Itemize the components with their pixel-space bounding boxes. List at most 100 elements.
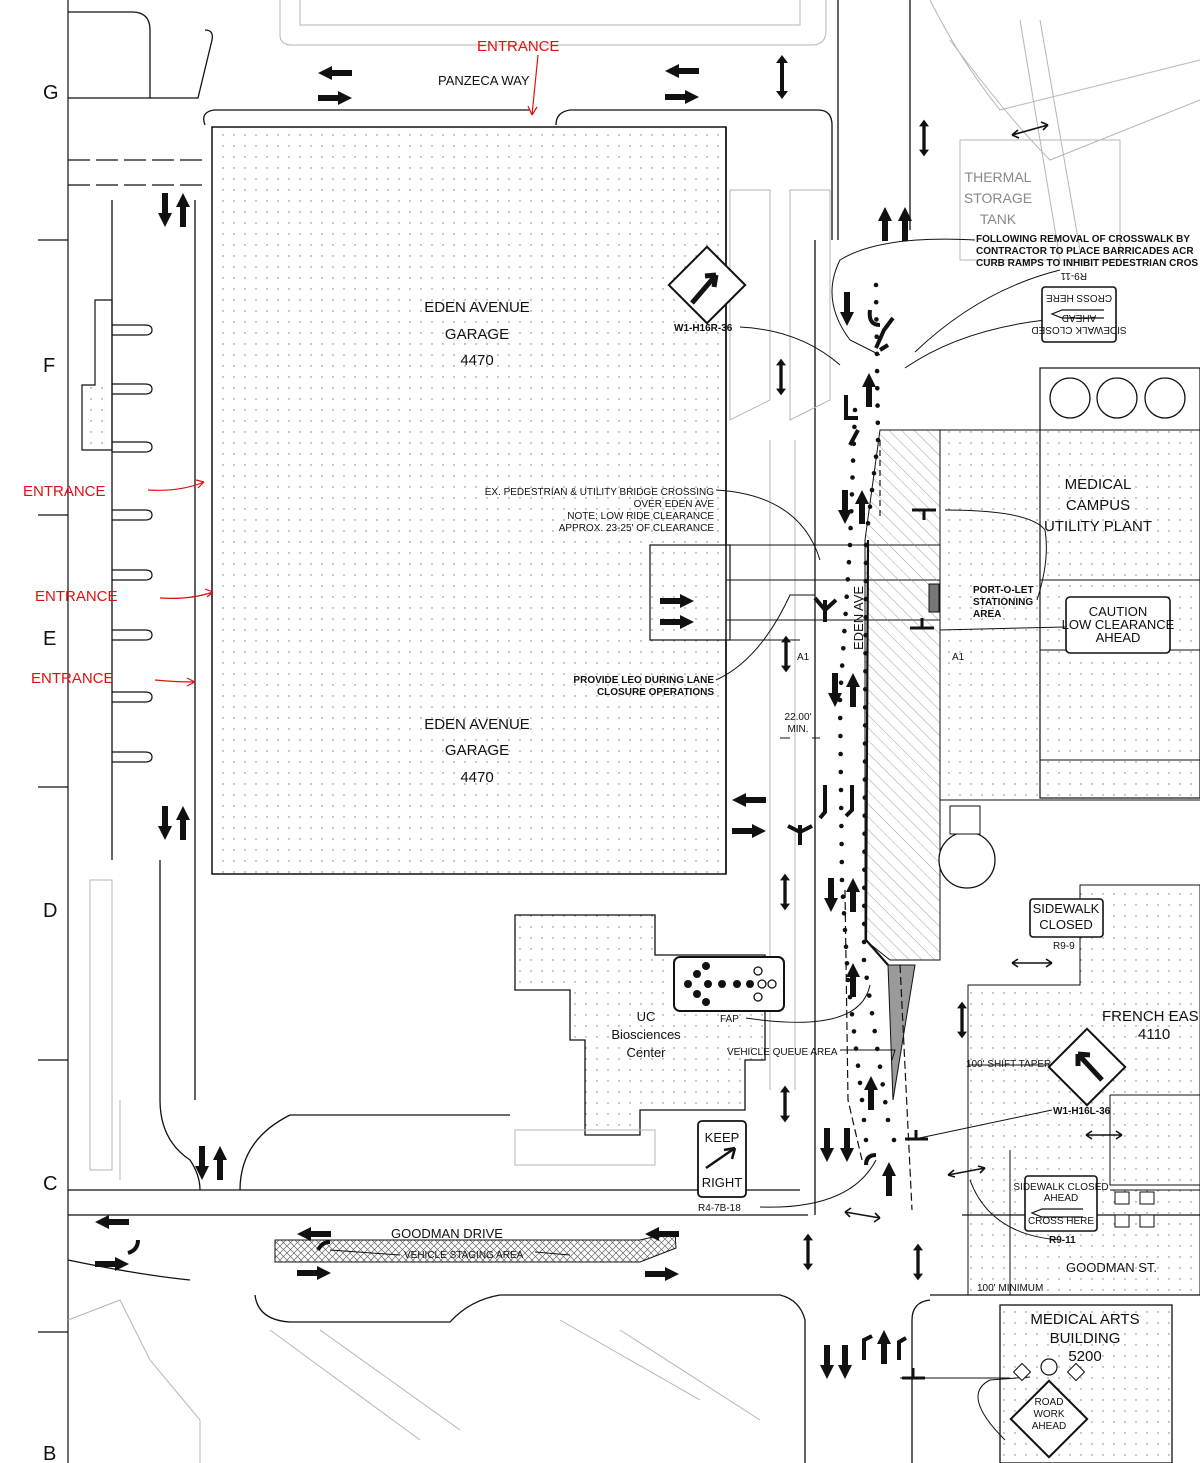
keep-right-line-1: KEEP <box>705 1130 740 1145</box>
parking-stalls <box>81 299 153 763</box>
eden-garage-footprint <box>211 126 727 875</box>
note-crosswalk-1: FOLLOWING REMOVAL OF CROSSWALK BY <box>976 234 1190 245</box>
sidewalk-closed-sign <box>1029 898 1104 938</box>
note-r9-11-top: R9-11 <box>1060 270 1087 281</box>
channelizer-dot <box>861 957 867 963</box>
channelizer-dot <box>863 596 868 602</box>
channelizer-dot <box>862 723 868 728</box>
garage-bottom-line-2: GARAGE <box>445 742 509 759</box>
channelizer-dot <box>859 1097 865 1103</box>
channelizer-dot <box>864 975 869 981</box>
channelizer-dots <box>837 282 897 1143</box>
street-goodman-st: GOODMAN ST. <box>1066 1260 1157 1275</box>
channelizer-dot <box>862 867 867 873</box>
thermal-line-2: STORAGE <box>964 190 1032 206</box>
small-box <box>949 805 981 835</box>
caution-line-3: AHEAD <box>1096 630 1141 645</box>
channelizer-dot <box>863 560 869 566</box>
grid-label-d: D <box>43 900 57 922</box>
channelizer-dot <box>863 578 869 584</box>
channelizer-dot <box>875 420 881 426</box>
channelizer-dot <box>839 663 845 668</box>
french-line-1: FRENCH EAS <box>1102 1008 1199 1025</box>
note-r9-9: R9-9 <box>1053 941 1075 952</box>
channelizer-dot <box>874 368 880 374</box>
note-queue: VEHICLE QUEUE AREA <box>727 1047 838 1058</box>
channelizer-dot <box>844 594 849 599</box>
channelizer-dot <box>861 921 867 927</box>
caution-line-2: LOW CLEARANCE <box>1062 617 1175 632</box>
pedestrian-bridge <box>726 544 940 641</box>
grid-label-c: C <box>43 1173 57 1195</box>
turn-arrows <box>127 309 907 1360</box>
channelizer-dot <box>871 471 877 476</box>
channelizer-dot <box>862 849 867 854</box>
vehicle-staging-area <box>274 1231 677 1263</box>
note-bridge-2: OVER EDEN AVE <box>634 499 715 510</box>
channelizer-dot <box>873 282 879 288</box>
note-a1-left: A1 <box>797 652 810 663</box>
utility-line-2: CAMPUS <box>1066 497 1130 514</box>
sidewalk-closed-line-2: CLOSED <box>1039 917 1092 932</box>
faint-linework <box>67 0 1200 1463</box>
channelizer-dot <box>863 1137 869 1143</box>
channelizer-dot <box>862 705 868 710</box>
channelizer-dot <box>846 559 852 565</box>
grid-label-f: F <box>43 355 55 377</box>
channelizer-dot <box>850 475 855 480</box>
channelizer-dot <box>862 813 867 818</box>
channelizer-dot <box>862 795 868 800</box>
channelizer-dot <box>852 407 858 413</box>
channelizer-dot <box>863 614 868 620</box>
cross-here-sign-top <box>1041 286 1117 343</box>
channelizer-dot <box>838 787 844 793</box>
note-shift-taper: 100' SHIFT TAPER <box>966 1059 1051 1070</box>
channelizer-dot <box>875 437 881 443</box>
grid-label-e: E <box>43 628 56 650</box>
channelizer-dot <box>852 424 857 430</box>
note-w1-h16r: W1-H16R-36 <box>674 323 733 334</box>
channelizer-dot <box>839 823 844 829</box>
keep-right-line-2: RIGHT <box>702 1175 743 1190</box>
work-zone-hatch <box>864 429 941 961</box>
channelizer-dot <box>841 646 846 651</box>
cross-here-top-line-2: AHEAD <box>1062 312 1096 323</box>
cross-here-top-line-3: SIDEWALK CLOSED <box>1031 324 1126 335</box>
channelizer-dot <box>862 759 868 764</box>
arts-line-3: 5200 <box>1068 1348 1101 1365</box>
w1-h16l-sign <box>1047 1027 1127 1107</box>
channelizer-dot <box>872 1028 877 1034</box>
channelizer-dot <box>880 1082 885 1087</box>
channelizer-dot <box>869 1011 875 1016</box>
barricade-marks <box>902 508 936 1380</box>
cross-here-bottom-line-3: CROSS HERE <box>1028 1216 1094 1227</box>
road-work-line-2: WORK <box>1033 1409 1064 1420</box>
thermal-line-3: TANK <box>980 211 1017 227</box>
road-work-line-3: AHEAD <box>1032 1421 1066 1432</box>
note-bridge-3: NOTE: LOW RIDE CLEARANCE <box>567 511 714 522</box>
grid-label-b: B <box>43 1443 56 1463</box>
entrance-top: ENTRANCE <box>477 38 560 55</box>
sidewalk-closed-line-1: SIDEWALK <box>1033 901 1100 916</box>
horizontal-double-arrows <box>844 121 1123 1223</box>
garage-top-line-1: EDEN AVENUE <box>424 299 530 316</box>
channelizer-dot <box>885 1117 891 1123</box>
channelizer-dot <box>861 1117 867 1123</box>
channelizer-dot <box>877 1064 883 1069</box>
biosciences-footprint <box>514 914 766 1136</box>
channelizer-dot <box>863 669 868 674</box>
medical-arts-footprint <box>999 1304 1173 1463</box>
channelizer-dot <box>839 859 845 865</box>
biosciences-line-3: Center <box>626 1045 666 1060</box>
leader-lines <box>329 238 1066 1441</box>
channelizer-dot <box>841 911 847 916</box>
note-min-width-2: MIN. <box>787 724 808 735</box>
note-portolet-2: STATIONING <box>973 597 1033 608</box>
channelizer-dot <box>873 454 879 460</box>
french-line-2: 4110 <box>1138 1026 1170 1043</box>
channelizer-dot <box>867 504 873 510</box>
cross-here-top-line-1: CROSS HERE <box>1046 292 1112 303</box>
channelizer-dot <box>844 961 850 966</box>
note-portolet-1: PORT-O-LET <box>973 585 1034 596</box>
